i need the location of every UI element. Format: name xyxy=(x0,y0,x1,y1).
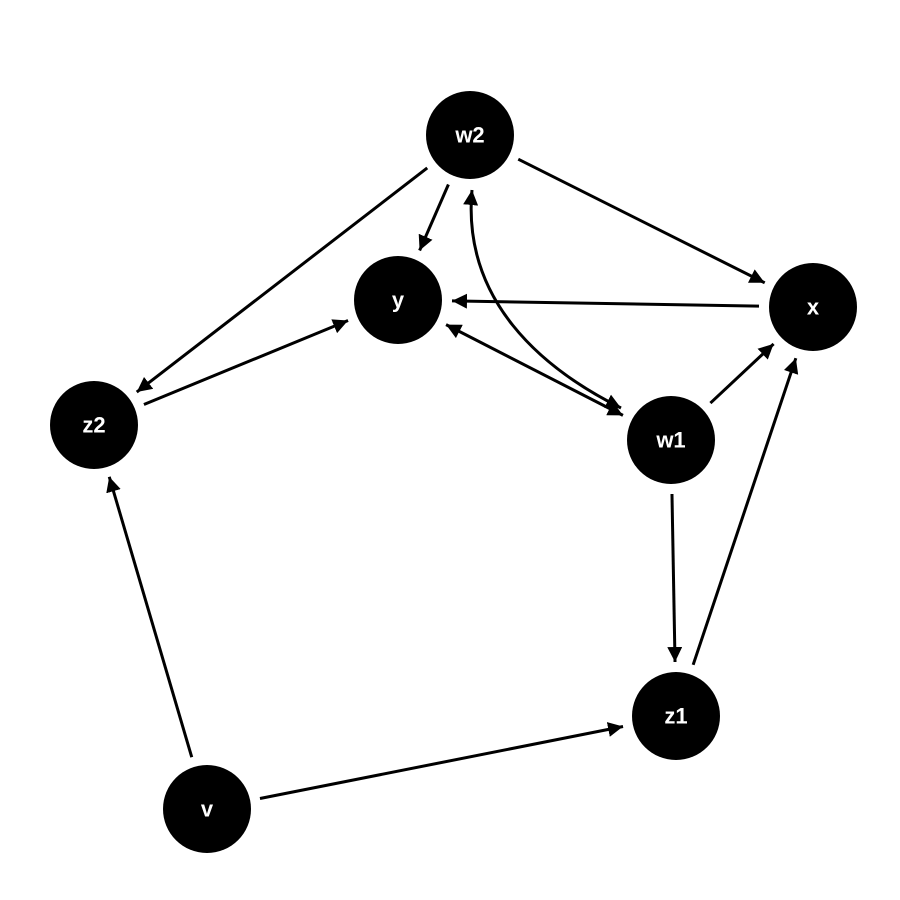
node-z1-circle xyxy=(632,672,720,760)
node-v-label: v xyxy=(201,797,214,822)
node-v: v xyxy=(163,765,251,853)
node-w1: w1 xyxy=(627,396,715,484)
node-w2-circle xyxy=(426,91,514,179)
edge-w2-z2 xyxy=(135,166,429,394)
edge-z2-y xyxy=(143,319,349,406)
edge-w2-w1 xyxy=(463,189,622,410)
node-w2: w2 xyxy=(426,91,514,179)
node-y-label: y xyxy=(392,288,405,313)
edge-z1-x xyxy=(691,357,799,666)
node-z2: z2 xyxy=(50,381,138,469)
node-x-label: x xyxy=(807,295,820,320)
edge-w1-x xyxy=(709,342,775,405)
edge-w1-z1 xyxy=(667,493,683,663)
node-x-circle xyxy=(769,263,857,351)
node-v-circle xyxy=(163,765,251,853)
node-y-circle xyxy=(354,256,442,344)
node-w1-circle xyxy=(627,396,715,484)
edge-y-w1 xyxy=(445,323,624,417)
node-w1-label: w1 xyxy=(655,428,685,453)
node-z1-label: z1 xyxy=(664,704,687,729)
edge-w2-y xyxy=(418,183,450,252)
node-x: x xyxy=(769,263,857,351)
node-w2-label: w2 xyxy=(454,123,484,148)
edge-v-z2 xyxy=(106,476,194,758)
edges-layer xyxy=(106,157,799,800)
node-z2-label: z2 xyxy=(82,413,105,438)
edge-v-z1 xyxy=(259,722,624,800)
nodes-layer: w2 y x z2 w1 z1 v xyxy=(50,91,857,853)
node-z1: z1 xyxy=(632,672,720,760)
node-z2-circle xyxy=(50,381,138,469)
edge-w2-x xyxy=(517,157,766,285)
node-y: y xyxy=(354,256,442,344)
